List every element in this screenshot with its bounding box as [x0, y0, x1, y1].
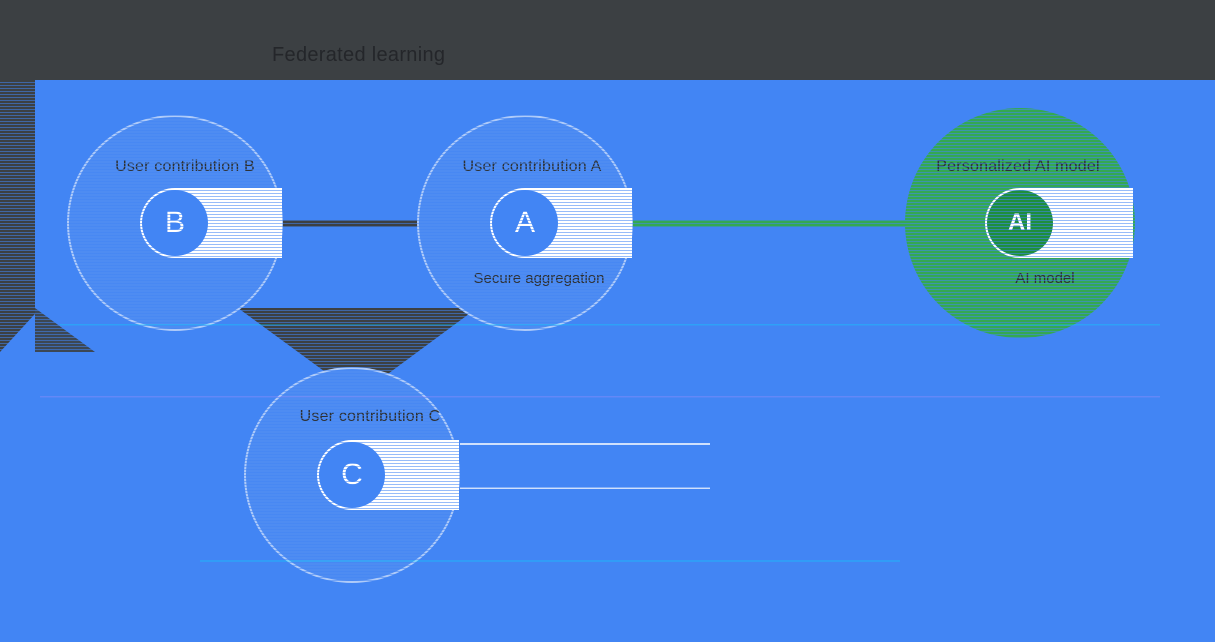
scanline-artifact [460, 443, 710, 445]
left-edge-bar [0, 80, 35, 352]
node-c-label: User contribution C [299, 408, 441, 425]
connector-b-a [280, 220, 420, 227]
node-ai-sublabel: AI model [1015, 270, 1075, 287]
node-b-label: User contribution B [115, 158, 255, 175]
node-a-badge: A [492, 190, 558, 256]
node-ai-label: Personalized AI model [936, 158, 1100, 175]
node-ai-letter: AI [1008, 209, 1032, 236]
diagram-canvas: B User contribution B A User contributio… [0, 80, 1215, 642]
left-edge-wedge [35, 308, 95, 352]
diagram-title: Federated learning [272, 44, 446, 66]
connector-a-ai [628, 220, 913, 227]
node-c-letter: C [341, 458, 363, 491]
node-b-letter: B [164, 206, 185, 239]
node-a-label: User contribution A [462, 158, 602, 175]
node-c-badge: C [319, 442, 385, 508]
node-b-badge: B [142, 190, 208, 256]
scanline-artifact [40, 396, 1160, 398]
node-ai-badge: AI [987, 190, 1053, 256]
header-bar: Federated learning [0, 0, 1215, 80]
node-a-sublabel: Secure aggregation [473, 270, 605, 287]
node-a-letter: A [514, 206, 535, 239]
scanline-artifact [460, 487, 710, 489]
